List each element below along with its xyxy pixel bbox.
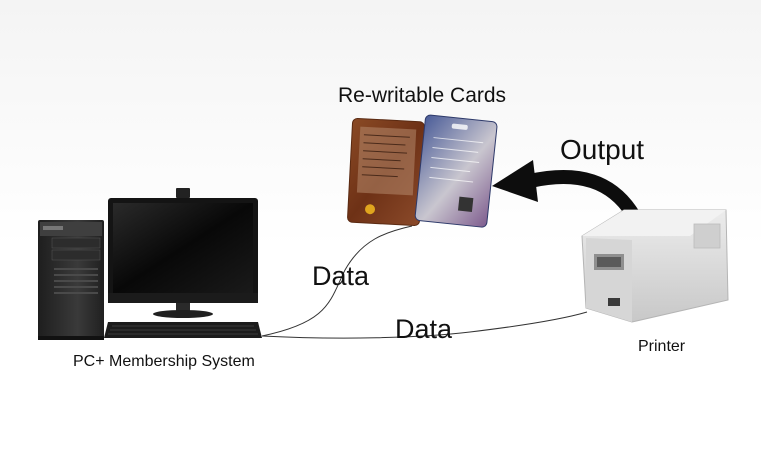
keyboard-icon: [104, 322, 262, 338]
rewritable-card-brown: [347, 117, 425, 227]
output-arrow-icon: [492, 160, 639, 220]
pc-tower-icon: [38, 220, 104, 340]
pc-system-label: PC+ Membership System: [73, 353, 255, 370]
data-line-lower: [261, 311, 588, 339]
card-printer-icon: [581, 209, 729, 323]
data-label-upper: Data: [312, 261, 370, 291]
data-label-lower: Data: [395, 314, 453, 344]
printer-label: Printer: [638, 338, 686, 355]
monitor-icon: [108, 188, 258, 318]
output-label: Output: [560, 134, 645, 165]
cards-title: Re-writable Cards: [338, 84, 507, 107]
rewritable-card-blue: [414, 114, 498, 228]
data-line-upper: [261, 225, 413, 337]
